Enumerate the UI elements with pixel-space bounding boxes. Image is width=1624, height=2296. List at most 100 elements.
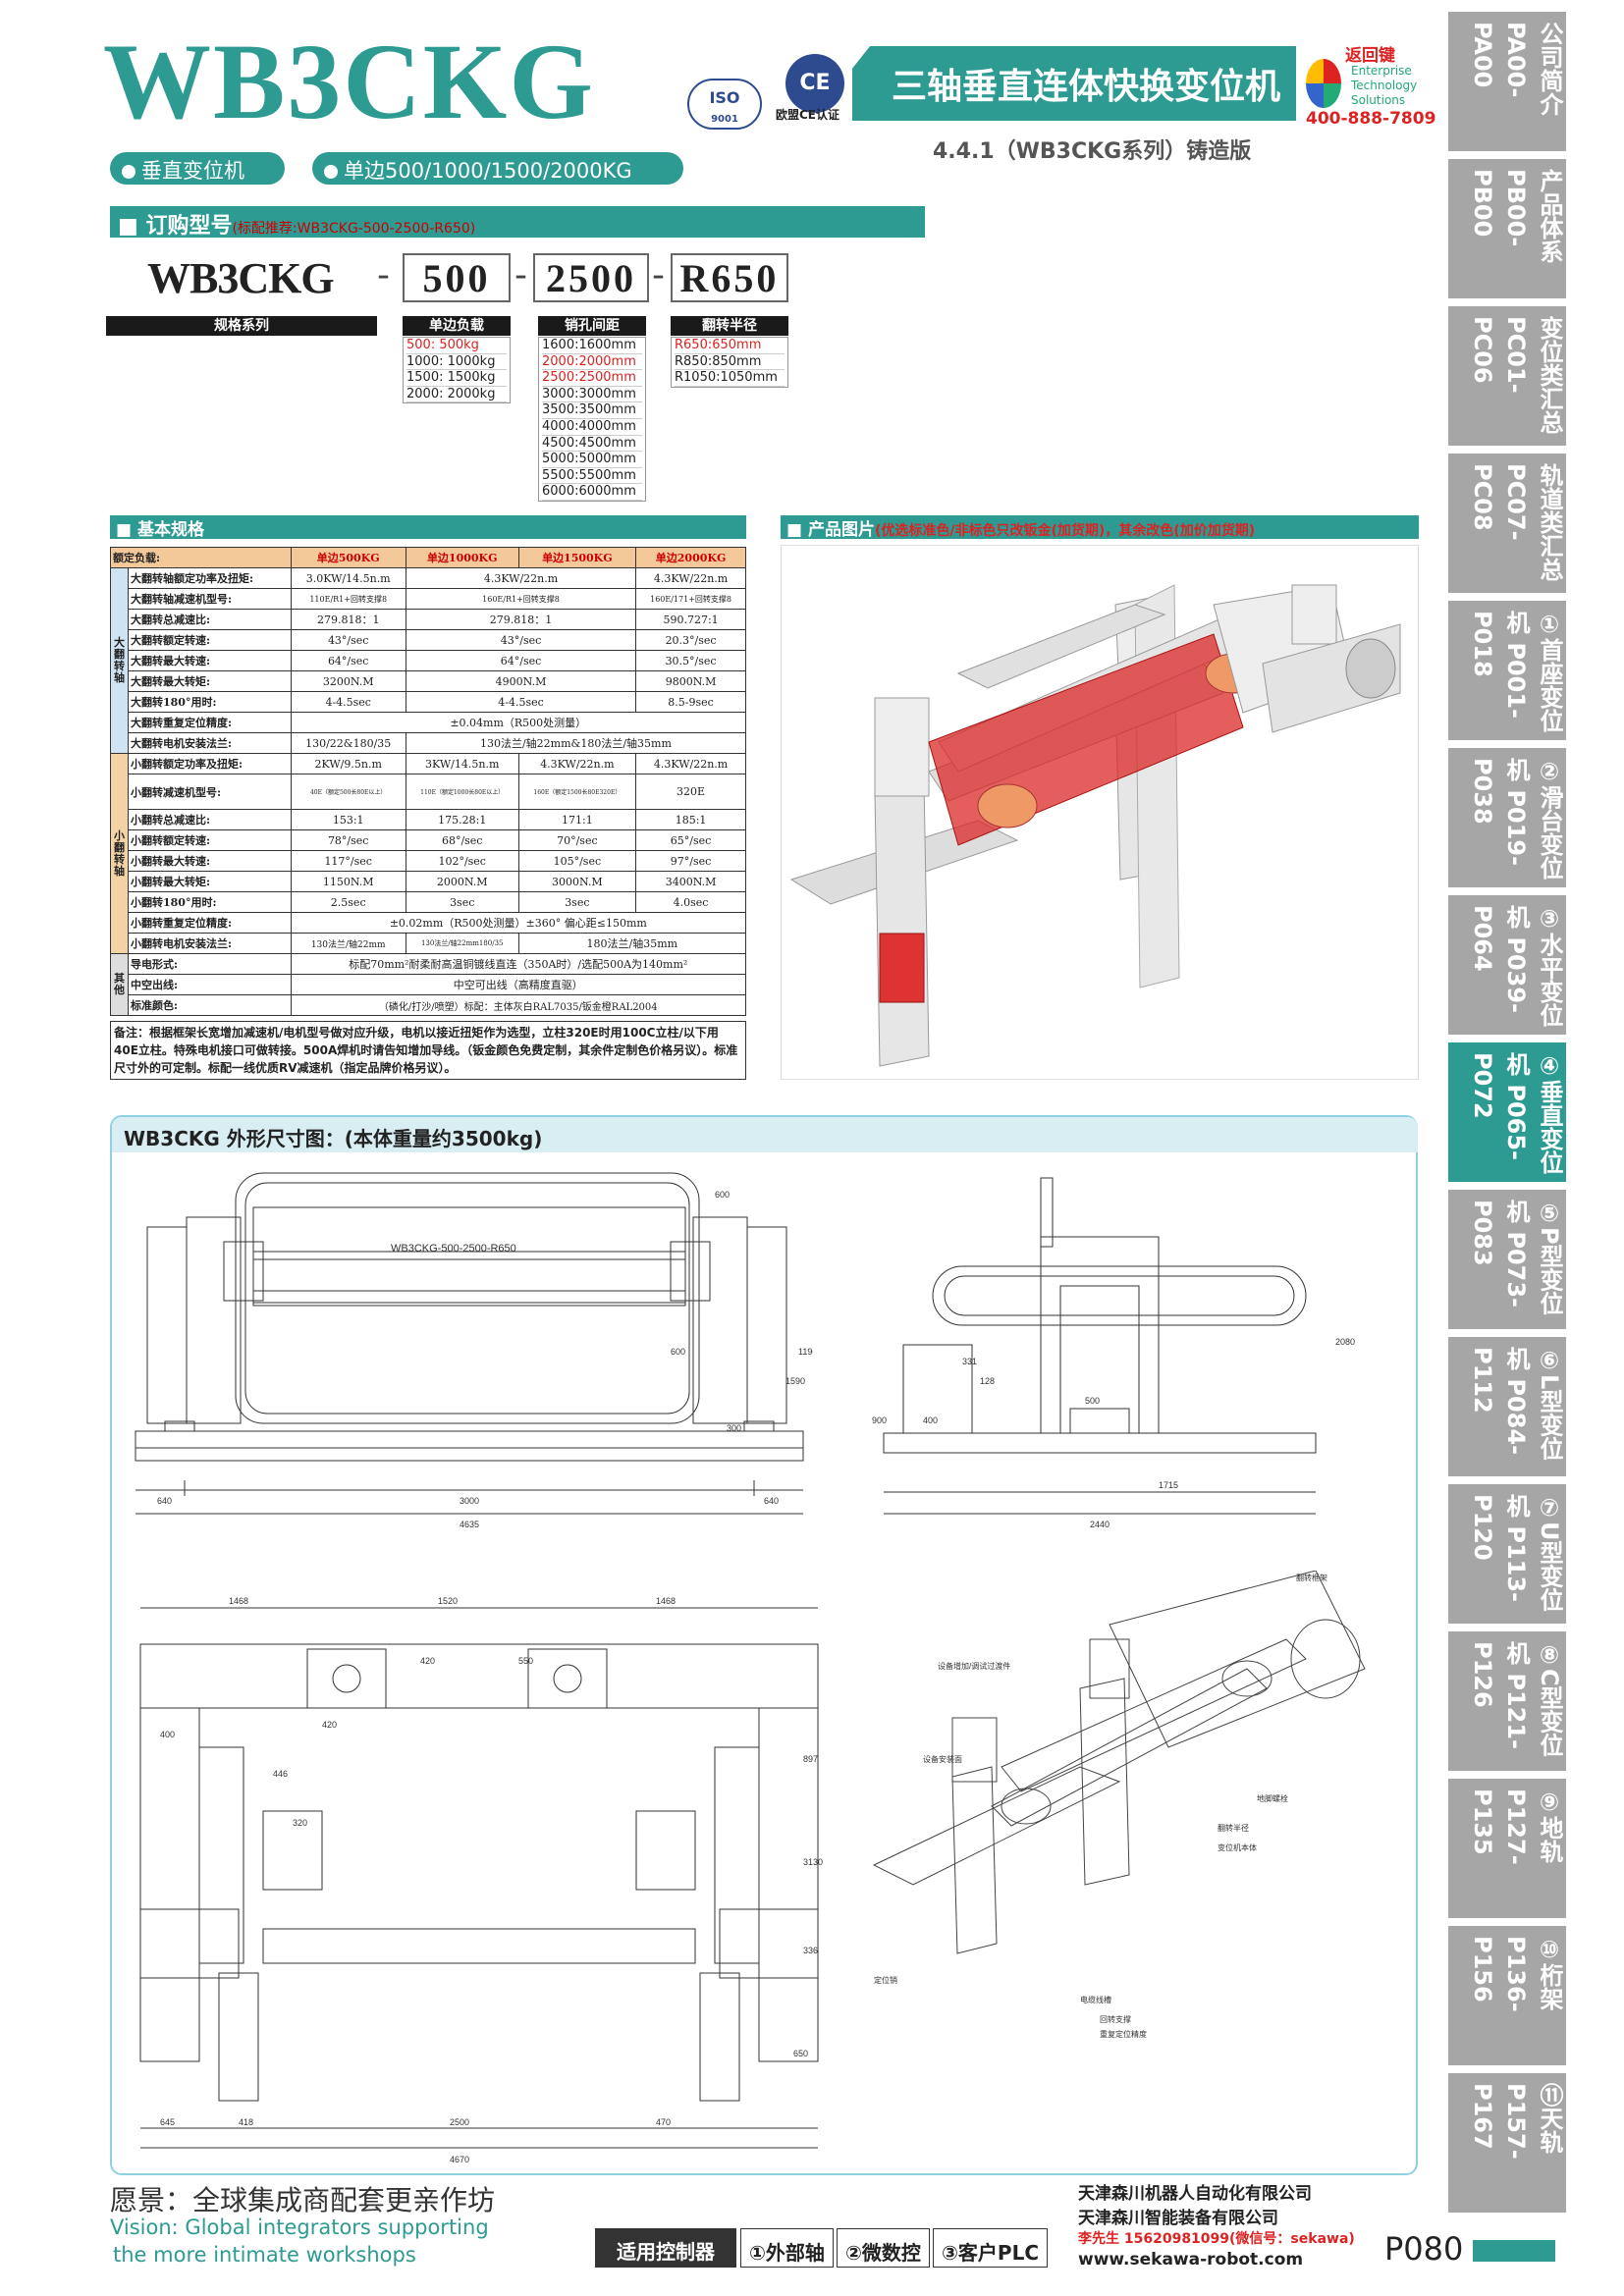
page-number: P080 [1384,2230,1464,2268]
side-tab-8[interactable]: ④垂直变位机 P065-P072 [1448,1042,1566,1182]
pitch-option: 3000:3000mm [542,387,642,403]
controller-option-2[interactable]: ②微数控 [837,2228,930,2268]
callout-10: 重复定位精度 [1100,2029,1147,2039]
logo-globe-icon [1306,59,1341,108]
website[interactable]: www.sekawa-robot.com [1078,2250,1304,2269]
dim-3130: 3130 [803,1857,823,1867]
vision-text: 愿景：全球集成商配套更亲作坊 [110,2184,496,2216]
load-option: 1000: 1000kg [406,354,507,371]
controller-option-3[interactable]: ③客户PLC [933,2228,1049,2268]
dim-331: 331 [962,1357,977,1366]
controller-label: 适用控制器 [595,2228,736,2268]
dim-640-left: 640 [157,1496,172,1506]
dim-1520: 1520 [438,1596,458,1606]
dim-4635: 4635 [460,1520,479,1529]
drawing-frame [110,1115,1418,2175]
dim-600a: 600 [715,1190,730,1200]
dash: - [377,255,390,295]
side-tab-14[interactable]: ⑩桁架 P136-P156 [1448,1926,1566,2065]
company-logo: 返回键 Enterprise Technology Solutions 400-… [1306,48,1443,137]
company-name-2: 天津森川智能装备有限公司 [1078,2209,1278,2228]
dim-645: 645 [160,2117,175,2127]
order-recommend: (标配推荐:WB3CKG-500-2500-R650) [232,221,476,237]
callout-5: 翻转半径 [1218,1823,1249,1833]
callout-8: 电缆线槽 [1080,1995,1111,2004]
dim-1468-left: 1468 [229,1596,248,1606]
dim-3000: 3000 [460,1496,479,1506]
side-tab-13[interactable]: ⑨地轨 P127-P135 [1448,1779,1566,1918]
dim-418: 418 [239,2117,253,2127]
pill-type: 垂直变位机 [110,152,285,185]
dim-2440: 2440 [1090,1520,1110,1529]
product-subtitle: 4.4.1（WB3CKG系列）铸造版 [933,139,1252,164]
company-name-1: 天津森川机器人自动化有限公司 [1078,2184,1312,2204]
dash: - [514,255,527,295]
dim-1715: 1715 [1159,1480,1178,1490]
side-tab-12[interactable]: ⑧C型变位机 P121-P126 [1448,1631,1566,1771]
side-tab-5[interactable]: ①首座变位机 P001-P018 [1448,601,1566,740]
radius-options: R650:650mm R850:850mm R1050:1050mm [671,337,788,388]
side-tab-3[interactable]: 变位类汇总 PC01-PC06 [1448,306,1566,446]
dim-420b: 420 [322,1720,337,1730]
vision-en-2: the more intimate workshops [113,2243,416,2267]
dim-500: 500 [1085,1396,1100,1406]
dim-900: 900 [872,1415,887,1425]
page-title: WB3CKG [103,22,595,141]
order-model: WB3CKG [147,254,335,302]
hotline: 400-888-7809 [1306,109,1436,129]
photo-note: (优选标准色/非标色只改钣金(加货期)，其余改色(加价加货期) [874,523,1256,539]
pitch-option: 5500:5500mm [542,468,642,485]
product-photo [781,545,1419,1080]
spec-section-header: ■ 基本规格 [110,515,746,540]
dim-2500: 2500 [450,2117,469,2127]
load-options: 500: 500kg 1000: 1000kg 1500: 1500kg 200… [403,337,511,404]
dim-300: 300 [727,1423,741,1433]
radius-option: R1050:1050mm [675,370,785,387]
isometric-drawing: 设备增加/调试过渡件 翻转框架 设备安装面 地脚螺栓 翻转半径 变位机本体 定位… [872,1571,1366,2039]
drawing-model-label: WB3CKG-500-2500-R650 [391,1243,516,1255]
side-tab-4[interactable]: 轨道类汇总 PC07-PC08 [1448,454,1566,593]
logo-line3: Solutions [1351,93,1406,107]
ce-icon: CE [785,54,844,113]
callout-3: 设备安装面 [923,1754,962,1764]
page-bar [1473,2240,1555,2262]
callout-7: 定位销 [874,1975,897,1985]
controller-option-1[interactable]: ①外部轴 [740,2228,834,2268]
dim-420a: 420 [420,1656,435,1666]
side-tab-9[interactable]: ⑤P型变位机 P073-P083 [1448,1190,1566,1329]
side-tab-1[interactable]: 公司简介 PA00-PA00 [1448,12,1566,151]
pitch-option: 2000:2000mm [542,354,642,371]
vision-en-1: Vision: Global integrators supporting [110,2216,489,2239]
side-tab-6[interactable]: ②滑台变位机 P019-P038 [1448,748,1566,887]
load-option: 500: 500kg [406,338,507,354]
dim-470: 470 [656,2117,671,2127]
callout-4: 地脚螺栓 [1257,1793,1288,1803]
callout-9: 回转支撑 [1100,2014,1131,2024]
code-pitch: 2500 [533,253,649,302]
radius-option: R650:650mm [675,338,785,354]
dash: - [652,255,665,295]
dim-400-side: 400 [923,1415,938,1425]
logo-line2: Technology [1351,79,1418,92]
side-tab-2[interactable]: 产品体系 PB00-PB00 [1448,159,1566,298]
radius-option: R850:850mm [675,354,785,371]
side-tab-15[interactable]: ⑪天轨 P157-P167 [1448,2073,1566,2213]
pitch-option: 2500:2500mm [542,370,642,387]
dim-600b: 600 [671,1347,685,1357]
side-tab-11[interactable]: ⑦U型变位机 P113-P120 [1448,1484,1566,1624]
side-tab-7[interactable]: ③水平变位机 P039-P064 [1448,895,1566,1035]
dim-1190: 1190 [798,1347,813,1357]
dim-446: 446 [273,1769,288,1779]
pitch-options: 1600:1600mm 2000:2000mm 2500:2500mm 3000… [538,337,646,502]
label-pitch: 销孔间距 [538,316,646,336]
iso-number: 9001 [711,114,738,125]
dim-1468-right: 1468 [656,1596,676,1606]
contact: 李先生 15620981099(微信号：sekawa) [1078,2231,1355,2247]
front-view-drawing: WB3CKG-500-2500-R650 640 3000 640 4635 6… [135,1172,813,1529]
callout-1: 设备增加/调试过渡件 [938,1661,1010,1671]
top-view-drawing: 1468 1520 1468 420 550 420 400 446 320 8… [139,1596,823,2164]
side-tab-10[interactable]: ⑥L型变位机 P084-P112 [1448,1337,1566,1476]
callout-2: 翻转框架 [1296,1573,1327,1582]
dim-128: 128 [980,1376,995,1386]
